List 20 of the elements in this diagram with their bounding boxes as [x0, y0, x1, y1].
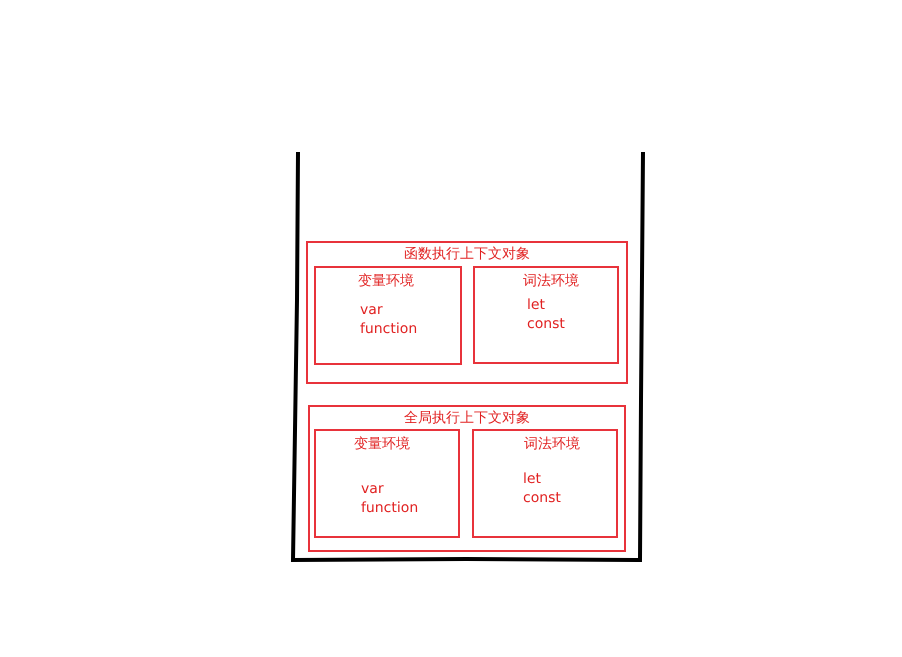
box-heading: 函数执行上下文对象 — [403, 246, 531, 263]
environment-heading: 词法环境 — [523, 273, 579, 290]
context-box — [306, 241, 628, 384]
keyword: let — [527, 297, 545, 314]
keyword: const — [527, 316, 565, 333]
keyword: function — [360, 321, 418, 338]
keyword: const — [523, 490, 561, 507]
keyword: let — [523, 471, 541, 488]
environment-heading: 变量环境 — [358, 273, 414, 290]
keyword: var — [360, 302, 383, 319]
environment-heading: 变量环境 — [354, 436, 410, 453]
environment-box — [314, 266, 462, 365]
environment-box — [473, 266, 619, 364]
environment-box — [314, 429, 460, 538]
environment-box — [472, 429, 618, 538]
keyword: function — [361, 500, 418, 517]
box-heading: 全局执行上下文对象 — [403, 410, 531, 427]
environment-heading: 词法环境 — [524, 436, 580, 453]
keyword: var — [361, 481, 384, 498]
context-box — [308, 405, 626, 552]
